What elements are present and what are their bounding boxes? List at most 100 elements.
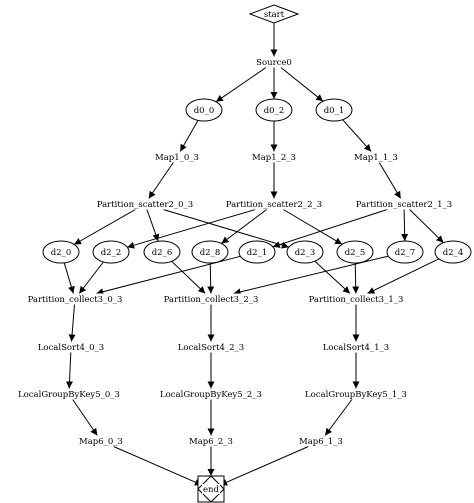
node-ellipse [92, 240, 130, 264]
edge-lg5_0_3-to-map6_0_3 [72, 399, 98, 436]
node-ellipse [255, 98, 293, 122]
node-ellipse [336, 240, 374, 264]
edge-source0-to-d0_1 [280, 67, 324, 102]
node-label: d0_2 [264, 106, 285, 116]
node-d2_5: d2_5 [336, 240, 374, 264]
node-d2_0: d2_0 [42, 240, 80, 264]
node-ps2_2_3: Partition_scatter2_2_3 [223, 198, 325, 210]
edge-lg5_1_3-to-map6_1_3 [324, 399, 353, 436]
edge-d2_6-to-pc3_2_3 [171, 260, 206, 294]
node-label: LocalSort4_0_3 [38, 343, 104, 353]
label-backdrop [24, 293, 126, 305]
edge-d2_3-to-pc3_1_3 [314, 260, 351, 294]
node-ls4_2_3: LocalSort4_2_3 [178, 341, 244, 353]
node-lg5_1_3: LocalGroupByKey5_1_3 [305, 388, 407, 400]
node-d0_0: d0_0 [185, 98, 223, 122]
node-label: d2_1 [247, 248, 268, 258]
node-d2_8: d2_8 [191, 240, 229, 264]
edge-d2_8-to-pc3_2_3 [207, 262, 215, 294]
node-pc3_2_3: Partition_collect3_2_3 [160, 293, 262, 305]
edge-d2_0-to-pc3_0_3 [63, 262, 75, 294]
label-backdrop [160, 293, 262, 305]
label-backdrop [223, 198, 325, 210]
node-map6_0_3: Map6_0_3 [79, 435, 123, 447]
edge-ps2_0_3-to-d2_3 [163, 209, 289, 249]
node-ps2_1_3: Partition_scatter2_1_3 [353, 198, 455, 210]
edge-d2_2-to-pc3_0_3 [78, 261, 104, 294]
node-end: end [197, 475, 225, 503]
edge-map1_0_3-to-ps2_0_3 [148, 162, 174, 199]
edge-map1_1_3-to-ps2_1_3 [378, 162, 402, 199]
node-label: Map6_2_3 [189, 437, 233, 447]
node-label: Map6_1_3 [299, 437, 343, 447]
node-ellipse [315, 98, 353, 122]
edge-map6_1_3-to-end [219, 446, 309, 486]
edge-d0_1-to-map1_1_3 [342, 119, 372, 152]
node-ls4_0_3: LocalSort4_0_3 [38, 341, 104, 353]
label-backdrop [323, 341, 389, 353]
node-ellipse [191, 240, 229, 264]
node-label: d2_4 [443, 248, 464, 258]
node-start: start [248, 4, 300, 24]
node-label: LocalGroupByKey5_1_3 [305, 390, 407, 400]
node-d2_4: d2_4 [434, 240, 472, 264]
edge-d0_0-to-map1_0_3 [179, 120, 199, 152]
label-backdrop [23, 388, 115, 400]
node-d2_6: d2_6 [143, 240, 181, 264]
node-label: Partition_scatter2_1_3 [356, 200, 452, 210]
label-backdrop [165, 388, 257, 400]
node-pc3_1_3: Partition_collect3_1_3 [305, 293, 407, 305]
node-ls4_1_3: LocalSort4_1_3 [323, 341, 389, 353]
node-label: d2_2 [101, 248, 122, 258]
label-backdrop [310, 388, 402, 400]
edge-ps2_0_3-to-d2_6 [146, 209, 160, 242]
node-d0_1: d0_1 [315, 98, 353, 122]
node-label: d2_0 [51, 248, 72, 258]
node-label: Partition_collect3_2_3 [164, 295, 259, 305]
node-ellipse [238, 240, 276, 264]
edges-layer [63, 23, 444, 486]
node-diamond [248, 4, 300, 24]
label-backdrop [254, 151, 294, 163]
label-backdrop [38, 341, 104, 353]
node-label: LocalSort4_1_3 [323, 343, 389, 353]
edge-ps2_0_3-to-d2_0 [73, 209, 136, 245]
node-ellipse [42, 240, 80, 264]
node-label: LocalGroupByKey5_0_3 [18, 390, 120, 400]
node-map6_1_3: Map6_1_3 [299, 435, 343, 447]
label-backdrop [202, 484, 220, 494]
edge-d2_4-to-pc3_1_3 [367, 258, 440, 294]
label-backdrop [157, 151, 197, 163]
edge-ps2_2_3-to-d2_8 [221, 209, 268, 244]
label-backdrop [191, 435, 231, 447]
label-backdrop [353, 198, 455, 210]
node-d0_2: d0_2 [255, 98, 293, 122]
edge-ps2_2_3-to-d2_5 [283, 209, 343, 245]
edge-ps2_1_3-to-d2_7 [401, 209, 409, 242]
node-label: Partition_collect3_0_3 [28, 295, 123, 305]
edge-pc3_0_3-to-ls4_0_3 [68, 304, 76, 342]
label-backdrop [81, 435, 121, 447]
node-label: d2_7 [395, 248, 416, 258]
node-ps2_0_3: Partition_scatter2_0_3 [94, 198, 196, 210]
node-label: d2_8 [200, 248, 221, 258]
node-label: Source0 [256, 58, 292, 68]
edge-map6_0_3-to-end [113, 446, 203, 486]
node-lg5_0_3: LocalGroupByKey5_0_3 [18, 388, 120, 400]
edge-source0-to-d0_0 [215, 67, 267, 103]
node-ellipse [286, 240, 324, 264]
node-ellipse [185, 98, 223, 122]
node-lg5_2_3: LocalGroupByKey5_2_3 [160, 388, 262, 400]
node-map1_2_3: Map1_2_3 [252, 151, 296, 163]
label-backdrop [356, 151, 396, 163]
label-backdrop [305, 293, 407, 305]
node-label: Partition_collect3_1_3 [309, 295, 404, 305]
node-label: d2_3 [295, 248, 316, 258]
label-backdrop [178, 341, 244, 353]
edge-ps2_1_3-to-d2_4 [409, 209, 444, 244]
node-d2_2: d2_2 [92, 240, 130, 264]
node-map6_2_3: Map6_2_3 [189, 435, 233, 447]
node-map1_0_3: Map1_0_3 [155, 151, 199, 163]
